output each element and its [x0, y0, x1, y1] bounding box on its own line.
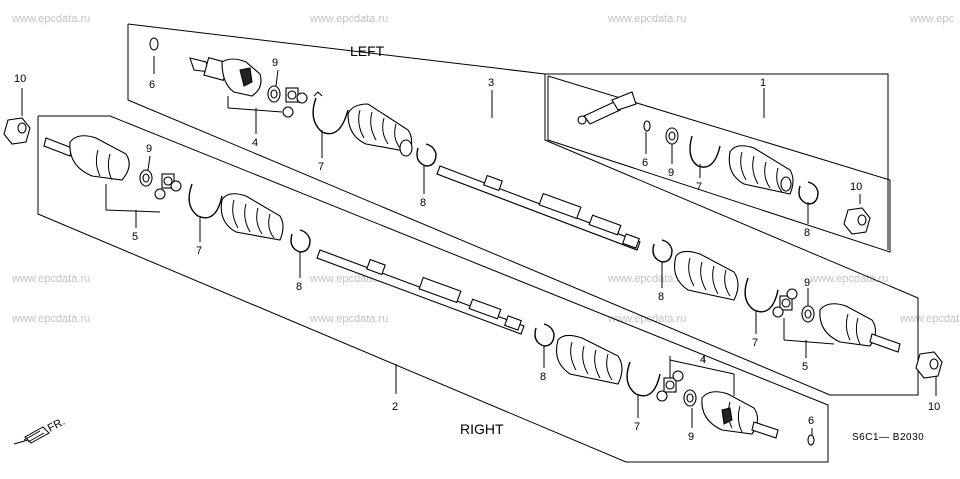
callout-10: 10 [928, 401, 940, 413]
outer-boot [347, 103, 413, 157]
watermark: www.epcdata.ru [809, 273, 888, 285]
circlip [149, 37, 159, 51]
grease-tube [577, 91, 637, 125]
watermark: www.epcdata.ru [607, 273, 686, 285]
callout-5: 5 [802, 361, 808, 373]
callout-5: 5 [132, 231, 138, 243]
callout-7: 7 [752, 337, 758, 349]
boot-kit-outline [547, 76, 891, 253]
small-band [290, 229, 311, 253]
left-assembly-outline-top [127, 23, 546, 75]
callout-8: 8 [296, 281, 302, 293]
front-label: FR. [46, 416, 67, 435]
inner-boot [555, 334, 623, 385]
callout-8: 8 [658, 291, 664, 303]
watermark: www.epcdata.ru [11, 313, 90, 325]
callout-4: 4 [700, 354, 706, 366]
boot-band [312, 97, 349, 135]
callout-6: 6 [149, 79, 155, 91]
callout-9: 9 [668, 167, 674, 179]
boot-band [689, 135, 721, 168]
right-inboard-joint [701, 391, 779, 439]
small-band [652, 239, 673, 263]
callout-9: 9 [272, 57, 278, 69]
left-driveshaft [149, 37, 943, 379]
callout-6: 6 [808, 415, 814, 427]
left-side-title: LEFT [350, 43, 385, 59]
spider-kit [154, 173, 182, 200]
spider-kit [282, 87, 308, 118]
left-shaft-bar [436, 165, 641, 251]
leader-lines [21, 56, 937, 436]
callout-8: 8 [540, 371, 546, 383]
callout-8: 8 [804, 227, 810, 239]
front-direction-indicator: FR. [13, 416, 67, 445]
callout-2: 2 [392, 401, 398, 413]
inner-boot [673, 250, 739, 301]
callout-7: 7 [196, 245, 202, 257]
left-assembly-outline [127, 24, 919, 396]
watermark: www.epcdata.ru [899, 313, 960, 325]
watermark: www.epcdata.ru [11, 273, 90, 285]
boot [728, 145, 794, 195]
right-assembly-outline [37, 115, 829, 463]
watermark: www.epcdata.ru [11, 13, 90, 25]
callout-10: 10 [14, 73, 26, 85]
outer-boot [220, 193, 284, 241]
callout-1: 1 [760, 77, 766, 89]
callout-3: 3 [488, 77, 494, 89]
circlip [807, 434, 815, 446]
callout-9: 9 [804, 277, 810, 289]
small-band [416, 143, 437, 167]
left-inboard-joint [819, 303, 901, 353]
small-band [534, 323, 555, 347]
right-shaft-bar [316, 249, 525, 335]
spindle-nut [3, 117, 31, 145]
watermark: www.epcdata.ru [607, 13, 686, 25]
right-outboard-joint [43, 135, 130, 181]
spider-kit [772, 288, 798, 318]
callout-10: 10 [850, 181, 862, 193]
assembly-outlines [37, 23, 919, 463]
callout-6: 6 [642, 157, 648, 169]
callout-8: 8 [420, 197, 426, 209]
spindle-nut [843, 207, 871, 235]
boot-band [744, 277, 779, 313]
callout-9: 9 [146, 143, 152, 155]
callouts: 1 3 2 4 4 5 5 6 6 6 7 7 7 7 7 8 8 8 8 8 … [14, 57, 940, 443]
watermark-layer: www.epcdata.ru www.epcdata.ru www.epcdat… [11, 13, 960, 325]
boot-band [626, 361, 661, 397]
callout-7: 7 [696, 181, 702, 193]
boot-band [188, 183, 223, 219]
diagram-code: S6C1— B2030 [852, 432, 924, 443]
callout-7: 7 [634, 421, 640, 433]
boot-kit-outline-top [547, 75, 891, 181]
spindle-nut [915, 351, 943, 379]
watermark: www.epc [909, 13, 955, 25]
callout-7: 7 [318, 161, 324, 173]
small-band [798, 181, 819, 205]
left-outboard-joint [189, 57, 262, 97]
watermark: www.epcdata.ru [309, 13, 388, 25]
spider-kit [656, 370, 684, 402]
circlip [643, 120, 651, 132]
watermark: www.epcdata.ru [607, 313, 686, 325]
watermark: www.epcdata.ru [309, 313, 388, 325]
right-driveshaft [3, 117, 815, 446]
boot-kit [577, 91, 871, 235]
right-side-title: RIGHT [460, 421, 504, 437]
callout-4: 4 [252, 137, 258, 149]
callout-9: 9 [688, 431, 694, 443]
